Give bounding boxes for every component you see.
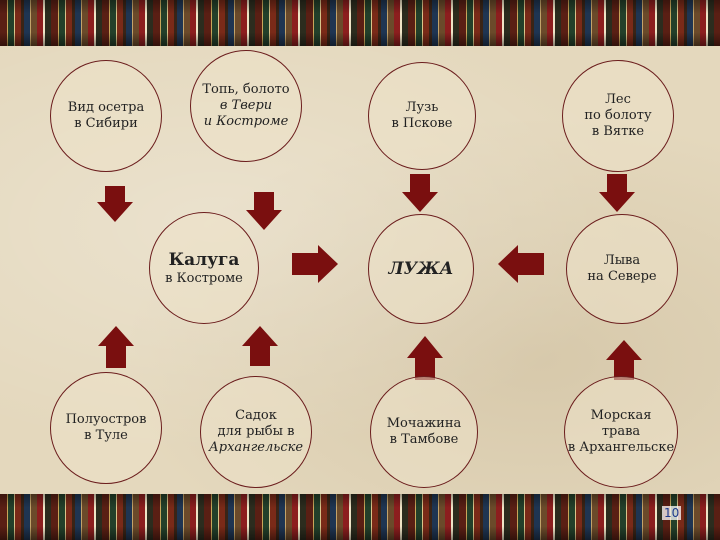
arrow-up-2 bbox=[242, 326, 278, 366]
arrow-up-1 bbox=[98, 326, 134, 368]
node-text: Морская bbox=[590, 408, 652, 423]
node-text: в Вятке bbox=[591, 124, 645, 139]
node-sadok: Садок для рыбы в Архангельске bbox=[200, 376, 312, 488]
node-lyva: Лыва на Севере bbox=[566, 214, 678, 324]
arrow-down-2 bbox=[246, 192, 282, 230]
node-morskaya: Морская трава в Архангельске bbox=[564, 376, 678, 488]
arrow-down-4 bbox=[599, 174, 635, 212]
node-text: трава bbox=[601, 424, 641, 439]
node-title: ЛУЖА bbox=[388, 259, 454, 279]
arrow-left bbox=[498, 245, 544, 283]
node-text: Вид осетра bbox=[67, 100, 145, 115]
node-text: Лузь bbox=[405, 100, 439, 115]
node-title: Калуга bbox=[168, 250, 240, 270]
bookshelf-top-decoration bbox=[0, 0, 720, 46]
node-vid-osetra: Вид осетра в Сибири bbox=[50, 60, 162, 172]
node-mochazhina: Мочажина в Тамбове bbox=[370, 376, 478, 488]
node-text: Топь, болото bbox=[202, 82, 290, 97]
node-text: для рыбы в bbox=[217, 424, 295, 439]
node-luz: Лузь в Пскове bbox=[368, 62, 476, 170]
node-text: в Твери bbox=[219, 98, 273, 113]
arrow-up-4 bbox=[606, 340, 642, 380]
node-text: Садок bbox=[235, 408, 277, 423]
arrow-up-3 bbox=[407, 336, 443, 380]
node-text: на Севере bbox=[587, 269, 657, 284]
node-text: в Тамбове bbox=[389, 432, 459, 447]
node-text: в Пскове bbox=[391, 116, 453, 131]
node-text: в Туле bbox=[84, 428, 128, 443]
node-text: Лыва bbox=[603, 253, 641, 268]
arrow-right bbox=[292, 245, 338, 283]
node-text: Мочажина bbox=[386, 416, 462, 431]
node-text: в Костроме bbox=[165, 271, 243, 286]
node-text: в Архангельске bbox=[567, 440, 675, 455]
arrow-down-1 bbox=[97, 186, 133, 222]
node-luzha: ЛУЖА bbox=[368, 214, 474, 324]
node-text: по болоту bbox=[584, 108, 652, 123]
node-text: Лес bbox=[605, 92, 631, 107]
bookshelf-bottom-decoration bbox=[0, 494, 720, 540]
node-text: Архангельске bbox=[208, 440, 304, 455]
node-kaluga: Калуга в Костроме bbox=[149, 212, 259, 324]
arrow-down-3 bbox=[402, 174, 438, 212]
node-poluostrov: Полуостров в Туле bbox=[50, 372, 162, 484]
node-les: Лес по болоту в Вятке bbox=[562, 60, 674, 172]
node-top-boloto: Топь, болото в Твери и Костроме bbox=[190, 50, 302, 162]
node-text: и Костроме bbox=[203, 114, 289, 129]
node-text: Полуостров bbox=[65, 412, 147, 427]
page-number: 10 bbox=[662, 506, 682, 520]
node-text: в Сибири bbox=[74, 116, 138, 131]
